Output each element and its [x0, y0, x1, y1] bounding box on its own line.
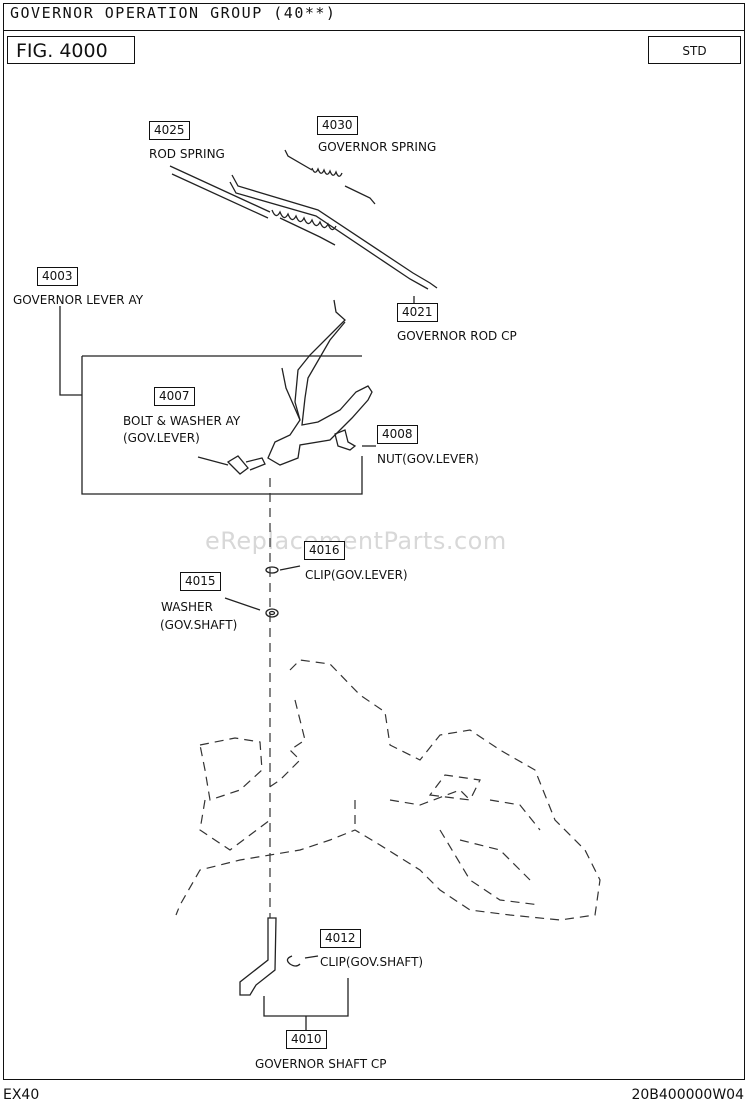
drawing-frame: [3, 3, 745, 1080]
governor-spring: [284, 149, 376, 205]
part-name-washer-sub: (GOV.SHAFT): [160, 618, 238, 632]
governor-rod: [229, 174, 438, 290]
part-number-4003: 4003: [37, 267, 78, 286]
part-number-4010: 4010: [286, 1030, 327, 1049]
model-code: EX40: [3, 1087, 40, 1103]
variant-label: STD: [648, 36, 741, 64]
governor-lever: [267, 299, 373, 466]
page-title: GOVERNOR OPERATION GROUP (40**): [10, 4, 337, 22]
part-number-4012: 4012: [320, 929, 361, 948]
part-name-bolt-washer-sub: (GOV.LEVER): [123, 431, 200, 445]
part-number-4021: 4021: [397, 303, 438, 322]
engine-outline: [175, 659, 601, 921]
part-name-clip-gov-shaft: CLIP(GOV.SHAFT): [320, 955, 424, 969]
rod-spring: [169, 165, 336, 246]
document-code: 20B400000W04: [631, 1087, 744, 1103]
bolt: [226, 455, 266, 475]
part-name-rod-spring: ROD SPRING: [149, 147, 225, 161]
part-number-4008: 4008: [377, 425, 418, 444]
header-divider: [3, 30, 745, 31]
part-number-4025: 4025: [149, 121, 190, 140]
part-number-4030: 4030: [317, 116, 358, 135]
figure-number: FIG. 4000: [7, 36, 135, 64]
part-name-governor-shaft: GOVERNOR SHAFT CP: [255, 1057, 387, 1071]
part-name-governor-rod: GOVERNOR ROD CP: [397, 329, 517, 343]
part-name-governor-lever: GOVERNOR LEVER AY: [13, 293, 144, 307]
part-name-nut-gov-lever: NUT(GOV.LEVER): [377, 452, 479, 466]
part-name-clip-gov-lever: CLIP(GOV.LEVER): [305, 568, 408, 582]
part-name-bolt-washer: BOLT & WASHER AY: [123, 414, 241, 428]
gov-lever-clip: [265, 566, 279, 574]
part-number-4016: 4016: [304, 541, 345, 560]
part-number-4007: 4007: [154, 387, 195, 406]
gov-shaft-washer: [265, 608, 279, 618]
watermark: eReplacementParts.com: [205, 527, 507, 555]
part-name-washer: WASHER: [161, 600, 213, 614]
part-number-4015: 4015: [180, 572, 221, 591]
part-name-governor-spring: GOVERNOR SPRING: [318, 140, 437, 154]
governor-shaft: [239, 917, 277, 996]
